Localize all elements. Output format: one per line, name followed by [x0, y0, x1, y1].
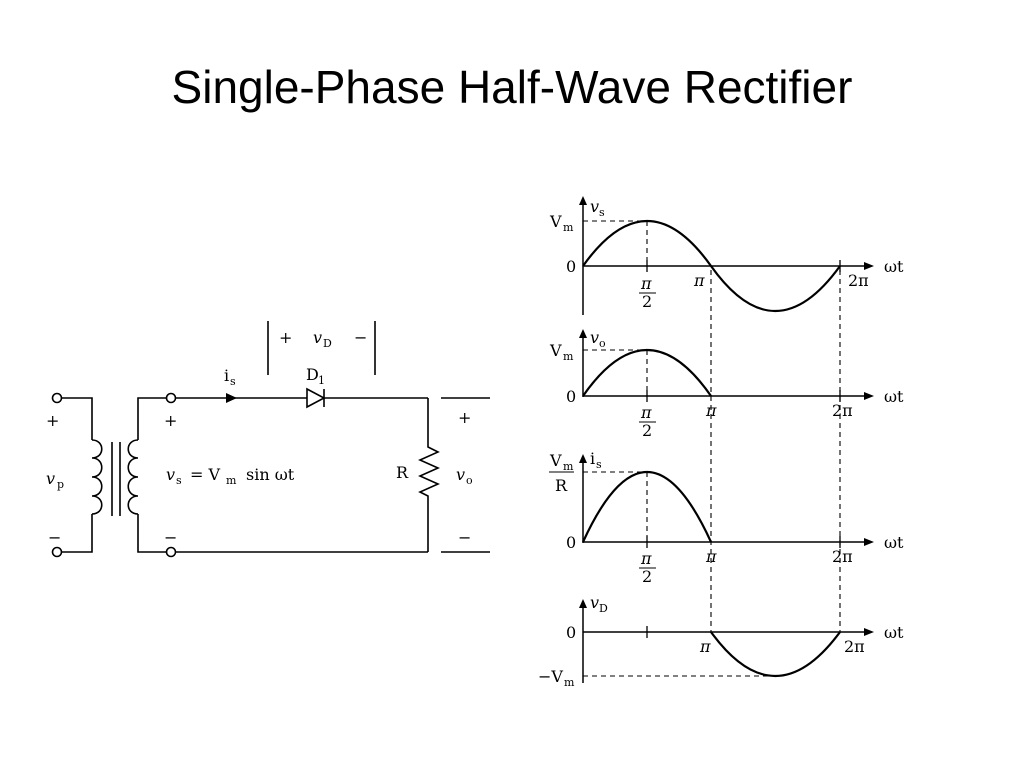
primary-top-wire: [61, 397, 93, 440]
plot-vo-x-arrow-icon: [864, 392, 874, 400]
plot-vo-y-arrow-icon: [579, 329, 587, 338]
vp-subscript: p: [57, 478, 64, 491]
plot-vo-pi-half-num: π: [640, 403, 652, 422]
vo-subscript: o: [466, 474, 473, 487]
is-subscript: s: [230, 375, 236, 388]
plot-vo-pi-half-den: 2: [642, 421, 652, 440]
plot-vd-zero: 0: [566, 623, 576, 642]
plot-vd-2pi: 2π: [844, 637, 865, 656]
source-eq-rhs: = V: [190, 465, 220, 484]
vs-minus: −: [164, 528, 177, 547]
slide-title: Single-Phase Half-Wave Rectifier: [171, 61, 853, 113]
is-label: i: [224, 366, 229, 385]
plot-is-x-arrow-icon: [864, 538, 874, 546]
diode-subscript: 1: [318, 374, 325, 387]
plot-is-pi: π: [705, 547, 717, 566]
plot-vo-vm-label: V: [549, 341, 562, 360]
vd-plus: +: [279, 328, 292, 347]
alignment-guides: [646, 221, 841, 632]
plot-vs-pi-half-num: π: [640, 274, 652, 293]
plot-vd-waveform: [710, 631, 841, 678]
plot-is-vm-label: V: [549, 451, 562, 470]
plot-vo-vm-subscript: m: [563, 350, 574, 363]
secondary-bottom-terminal: [165, 546, 177, 558]
vd-minus: −: [354, 328, 367, 347]
vd-label: v: [313, 328, 322, 347]
plot-vs-pi-half-den: 2: [642, 292, 652, 311]
plot-is-vm-subscript: m: [563, 460, 574, 473]
primary-bottom-wire: [61, 514, 93, 553]
plot-vo-y-label: v: [590, 328, 599, 347]
vo-label: v: [456, 465, 465, 484]
plot-is-x-label: ωt: [884, 533, 904, 552]
resistor-label: R: [396, 463, 409, 482]
source-eq-tail: sin ωt: [246, 465, 295, 484]
plot-vo-pi: π: [705, 401, 717, 420]
plot-vd-y-arrow-icon: [579, 599, 587, 608]
plot-is-y-label: i: [590, 449, 595, 468]
plot-vd-neg-vm-label: −V: [538, 667, 563, 686]
plot-is-pi-half-den: 2: [642, 567, 652, 586]
plot-is-y-subscript: s: [596, 458, 602, 471]
source-eq-v-subscript: s: [176, 474, 182, 487]
source-eq-rhs-subscript: m: [226, 474, 237, 487]
plot-vs-pi: π: [693, 271, 705, 290]
vo-plus: +: [458, 408, 471, 427]
plot-vd-neg-vm-subscript: m: [564, 676, 575, 689]
plot-is-r-denominator: R: [555, 476, 568, 495]
plot-vo-y-subscript: o: [599, 337, 606, 350]
circuit-diagram: + − v p + − i s D 1 + v D − v s = V m si…: [46, 321, 490, 558]
plot-is: V m R i s 0 π 2 π 2π ωt: [549, 449, 904, 586]
plot-vs-zero: 0: [566, 257, 576, 276]
plot-vs-vm-label: V: [549, 212, 562, 231]
primary-top-terminal: [51, 392, 63, 404]
plot-vd-x-arrow-icon: [864, 628, 874, 636]
vp-label: v: [46, 469, 55, 488]
plot-vd-y-subscript: D: [599, 602, 608, 615]
plot-vd-pi: π: [699, 637, 711, 656]
primary-bottom-terminal: [51, 546, 63, 558]
vp-minus: −: [48, 528, 61, 547]
secondary-top-wire: [137, 397, 167, 440]
diode-label: D: [306, 365, 319, 384]
secondary-bottom-wire: [137, 514, 167, 553]
plot-vd-x-label: ωt: [884, 623, 904, 642]
current-arrow-icon: [226, 393, 237, 403]
plot-vs-y-subscript: s: [599, 206, 605, 219]
plot-is-2pi: 2π: [832, 547, 853, 566]
plot-vs-vm-subscript: m: [563, 221, 574, 234]
plot-vd: v D 0 π 2π −V m ωt: [538, 593, 904, 689]
plot-is-pi-half-num: π: [640, 549, 652, 568]
resistor-symbol: [418, 398, 440, 552]
plot-is-zero: 0: [566, 533, 576, 552]
secondary-coil: [127, 439, 139, 515]
plot-vs: V m v s 0 π 2 π 2π ωt: [549, 196, 904, 315]
source-eq-v: v: [166, 465, 175, 484]
plot-is-y-arrow-icon: [579, 454, 587, 463]
plot-vs-x-label: ωt: [884, 257, 904, 276]
plot-vs-y-arrow-icon: [579, 196, 587, 205]
plot-vs-waveform: [582, 219, 841, 313]
vs-plus: +: [164, 411, 177, 430]
plot-vd-y-label: v: [590, 593, 599, 612]
secondary-top-terminal: [165, 392, 177, 404]
plot-vo-x-label: ωt: [884, 387, 904, 406]
plot-vo-zero: 0: [566, 387, 576, 406]
vo-minus: −: [458, 528, 471, 547]
plot-vs-x-arrow-icon: [864, 262, 874, 270]
plot-vo-2pi: 2π: [832, 401, 853, 420]
diode-symbol: [306, 387, 326, 409]
vp-plus: +: [46, 411, 59, 430]
plot-vs-y-label: v: [590, 197, 599, 216]
primary-coil: [91, 439, 103, 515]
plot-vo: V m v o 0 π 2 π 2π ωt: [549, 328, 904, 440]
plot-vs-2pi: 2π: [848, 271, 869, 290]
vd-subscript: D: [323, 337, 332, 350]
